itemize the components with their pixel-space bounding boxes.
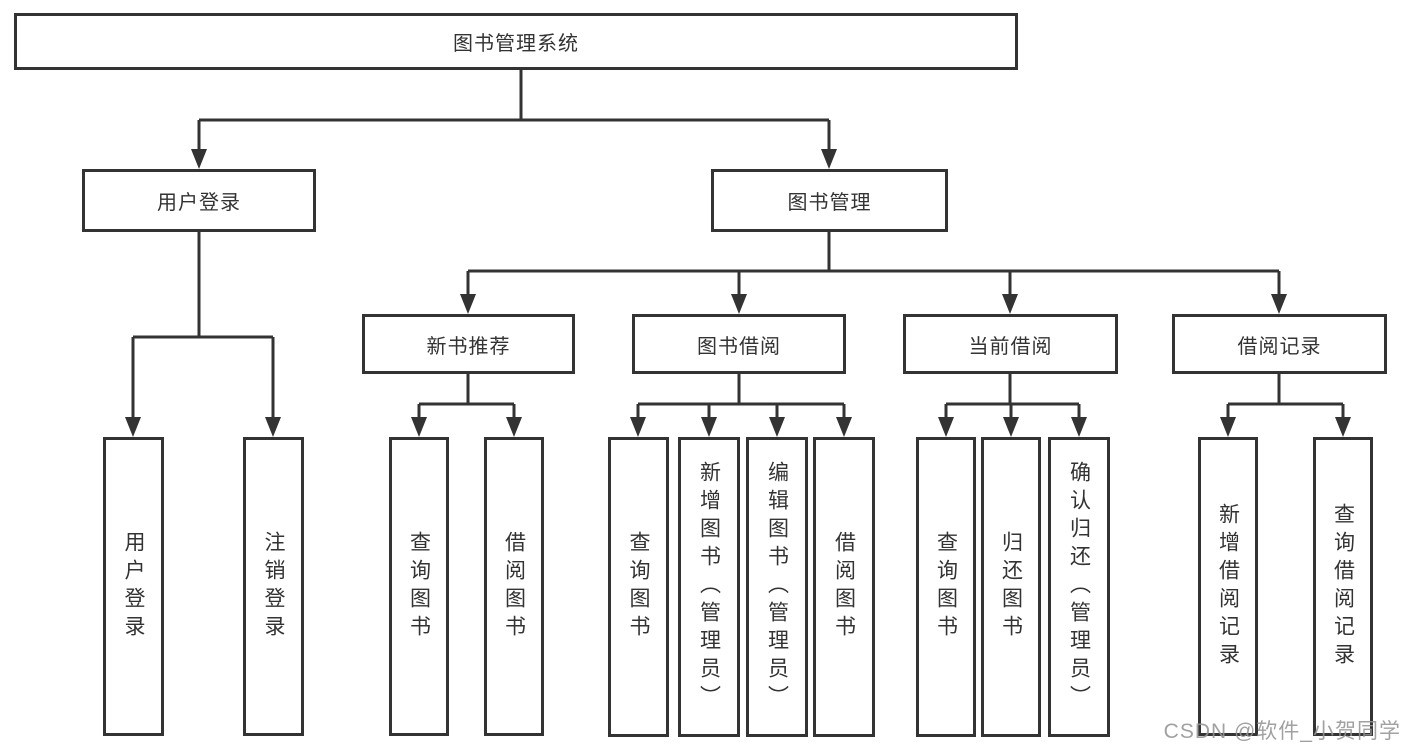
csdn-watermark: CSDN @软件_小贺同学 [1163, 720, 1401, 743]
node-label: 图书管理 [787, 192, 872, 214]
leaf-query-book-current: 查询图书 [916, 437, 976, 737]
node-label: 查询图书 [934, 531, 958, 643]
node-label: 归还图书 [999, 531, 1023, 643]
leaf-edit-book-admin: 编辑图书（管理员） [746, 437, 808, 737]
leaf-query-book-recommend: 查询图书 [389, 437, 449, 736]
node-label: 查询图书 [407, 530, 431, 643]
leaf-borrow-book-recommend: 借阅图书 [484, 437, 544, 736]
node-label: 查询图书 [627, 531, 650, 643]
node-label: 借阅图书 [502, 530, 526, 643]
leaf-add-borrow-record: 新增借阅记录 [1198, 437, 1258, 736]
leaf-query-book-borrow: 查询图书 [608, 437, 669, 737]
node-label: 当前借阅 [968, 335, 1053, 358]
leaf-add-book-admin: 新增图书（管理员） [678, 437, 740, 737]
connector-paths [131, 70, 1345, 419]
leaf-return-book: 归还图书 [981, 437, 1041, 737]
node-label: 用户登录 [157, 192, 241, 214]
node-label: 新增借阅记录 [1216, 502, 1240, 671]
leaf-borrow-book: 借阅图书 [813, 437, 875, 737]
node-root-system: 图书管理系统 [14, 13, 1018, 70]
node-label: 图书管理系统 [453, 33, 579, 55]
leaf-logout: 注销登录 [243, 437, 304, 736]
node-book-management: 图书管理 [711, 169, 948, 232]
node-label: 借阅记录 [1237, 335, 1322, 358]
node-label: 新增图书（管理员） [697, 461, 721, 713]
node-label: 查询借阅记录 [1331, 502, 1355, 671]
node-book-borrowing: 图书借阅 [632, 314, 846, 374]
node-label: 注销登录 [262, 530, 285, 643]
arrowheads [125, 149, 1351, 437]
node-label: 图书借阅 [697, 335, 781, 358]
leaf-user-login: 用户登录 [103, 437, 164, 736]
leaf-confirm-return-admin: 确认归还（管理员） [1048, 437, 1110, 737]
leaf-query-borrow-record: 查询借阅记录 [1313, 437, 1373, 736]
node-borrowing-records: 借阅记录 [1172, 314, 1387, 374]
node-new-book-recommend: 新书推荐 [362, 314, 575, 374]
node-label: 借阅图书 [832, 531, 856, 643]
node-label: 编辑图书（管理员） [765, 461, 789, 713]
node-current-borrowing: 当前借阅 [903, 314, 1118, 374]
node-user-login: 用户登录 [82, 169, 316, 232]
node-label: 用户登录 [122, 530, 145, 643]
node-label: 确认归还（管理员） [1067, 461, 1091, 713]
node-label: 新书推荐 [426, 335, 511, 358]
